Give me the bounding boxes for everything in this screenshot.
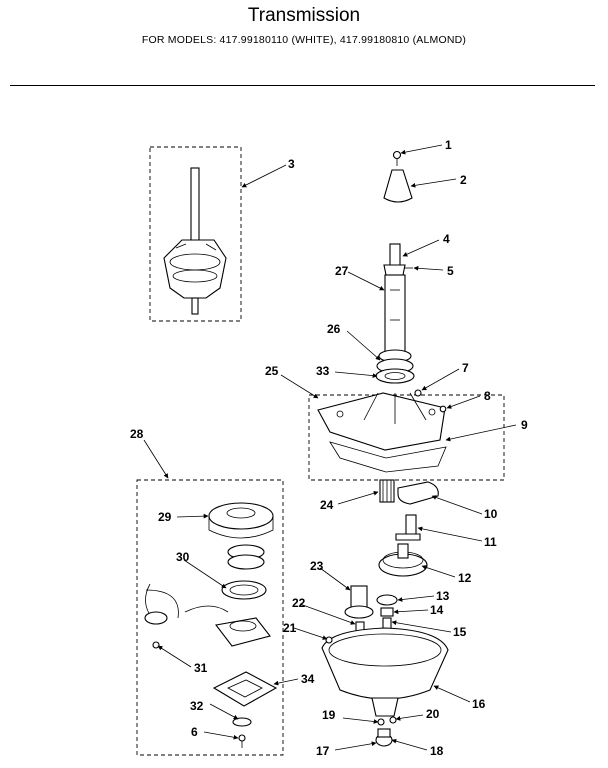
- callout-27: 27: [335, 264, 349, 278]
- part-2-cap: [383, 169, 413, 203]
- page-title: Transmission: [247, 5, 361, 26]
- callout-19: 19: [322, 708, 336, 722]
- group-box-3: [149, 146, 242, 322]
- part-27-agitator-shaft: [383, 243, 406, 356]
- header-divider: [10, 85, 595, 86]
- callout-14: 14: [430, 603, 444, 617]
- part-12-drive-gear: [378, 543, 428, 577]
- leader-lines: [143, 144, 517, 751]
- part-25-gearcase-cover: [317, 392, 446, 451]
- part-6-screw: [238, 734, 246, 748]
- part-1-screw: [392, 150, 402, 166]
- callout-2: 2: [460, 173, 467, 187]
- part-33-seal-ring: [375, 368, 415, 384]
- callout-28: 28: [130, 427, 144, 441]
- callout-6: 6: [191, 725, 198, 739]
- callout-21: 21: [283, 621, 297, 635]
- part-20-washer: [389, 716, 397, 724]
- callout-30: 30: [176, 550, 190, 564]
- part-8-screw: [439, 405, 447, 413]
- callout-17: 17: [316, 744, 330, 758]
- callout-33: 33: [316, 364, 330, 378]
- part-3-shaft-assembly: [163, 167, 227, 315]
- callout-12: 12: [458, 571, 472, 585]
- callout-24: 24: [320, 498, 334, 512]
- callout-4: 4: [443, 232, 450, 246]
- part-30-spring-seal: [221, 544, 267, 600]
- callout-8: 8: [484, 389, 491, 403]
- part-19-washer: [377, 718, 385, 726]
- group-box-28: [136, 479, 284, 756]
- part-9-gasket: [329, 441, 447, 473]
- callout-25: 25: [265, 364, 279, 378]
- callout-10: 10: [484, 507, 498, 521]
- part-29-ring: [208, 502, 274, 539]
- part-24-pinion: [379, 479, 395, 503]
- callout-29: 29: [158, 510, 172, 524]
- part-23-gear-stack: [344, 585, 374, 619]
- callout-20: 20: [426, 707, 440, 721]
- part-16-gearcase: [321, 627, 449, 717]
- part-32-washer: [232, 717, 252, 727]
- callout-31: 31: [194, 661, 208, 675]
- callout-34: 34: [301, 672, 315, 686]
- callout-15: 15: [453, 625, 467, 639]
- part-7-screw: [414, 389, 422, 397]
- part-14-spacer: [380, 607, 394, 617]
- part-31-retainer: [144, 583, 271, 649]
- part-13-bushing: [376, 594, 398, 606]
- callout-labels: 1 2 3 4 5 27 26 33 7 25 8 9 28 24 10 29 …: [130, 138, 528, 758]
- callout-26: 26: [327, 322, 341, 336]
- part-21-screw: [325, 636, 333, 644]
- callout-1: 1: [445, 138, 452, 152]
- callout-16: 16: [472, 697, 486, 711]
- callout-13: 13: [436, 589, 450, 603]
- callout-5: 5: [447, 264, 454, 278]
- part-11-pin: [395, 514, 421, 541]
- callout-23: 23: [310, 559, 324, 573]
- callout-18: 18: [430, 744, 444, 758]
- part-34-square-seal: [212, 671, 278, 707]
- callout-3: 3: [288, 157, 295, 171]
- callout-11: 11: [484, 535, 497, 549]
- callout-9: 9: [521, 418, 528, 432]
- callout-32: 32: [190, 699, 204, 713]
- callout-7: 7: [462, 361, 469, 375]
- part-18-pulley-stub: [377, 728, 391, 738]
- model-subtitle: FOR MODELS: 417.99180110 (WHITE), 417.99…: [141, 34, 467, 46]
- callout-22: 22: [292, 596, 306, 610]
- part-10-crank: [397, 481, 439, 505]
